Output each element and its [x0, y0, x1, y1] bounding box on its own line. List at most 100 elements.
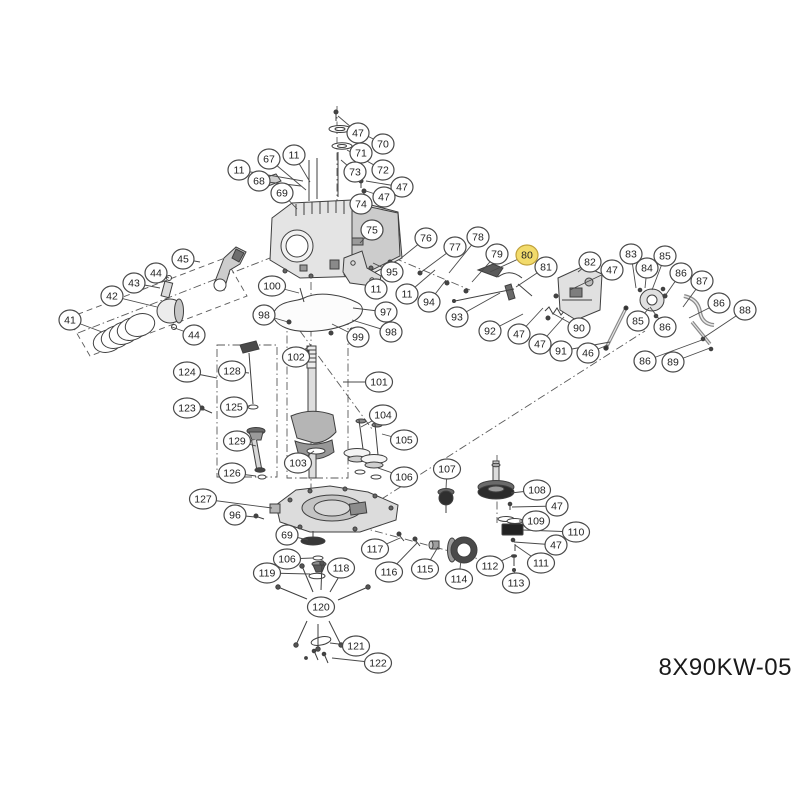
- balloon-circle[interactable]: [389, 466, 419, 488]
- balloon-circle[interactable]: [690, 270, 714, 292]
- callout-101[interactable]: 101: [364, 371, 394, 393]
- callout-47[interactable]: 47: [507, 323, 531, 345]
- balloon-circle[interactable]: [561, 521, 591, 543]
- callout-86[interactable]: 86: [653, 316, 677, 338]
- balloon-circle[interactable]: [368, 404, 398, 426]
- balloon-circle[interactable]: [343, 161, 367, 183]
- callout-47[interactable]: 47: [372, 186, 396, 208]
- balloon-circle[interactable]: [252, 562, 282, 584]
- balloon-circle[interactable]: [217, 462, 247, 484]
- balloon-circle[interactable]: [272, 548, 302, 570]
- callout-104[interactable]: 104: [368, 404, 398, 426]
- balloon-circle[interactable]: [522, 479, 552, 501]
- callout-81[interactable]: 81: [534, 256, 558, 278]
- balloon-circle[interactable]: [270, 182, 294, 204]
- balloon-circle[interactable]: [171, 248, 195, 270]
- callout-103[interactable]: 103: [283, 452, 313, 474]
- balloon-circle[interactable]: [182, 324, 206, 346]
- callout-86[interactable]: 86: [669, 262, 693, 284]
- callout-120[interactable]: 120: [306, 596, 336, 618]
- balloon-circle[interactable]: [346, 326, 370, 348]
- callout-89[interactable]: 89: [661, 351, 685, 373]
- balloon-circle[interactable]: [364, 371, 394, 393]
- callout-97[interactable]: 97: [374, 301, 398, 323]
- balloon-circle[interactable]: [364, 278, 388, 300]
- balloon-circle[interactable]: [653, 245, 677, 267]
- balloon-circle[interactable]: [661, 351, 685, 373]
- balloon-circle[interactable]: [578, 251, 602, 273]
- callout-11[interactable]: 11: [227, 159, 251, 181]
- balloon-circle[interactable]: [501, 572, 531, 594]
- callout-47[interactable]: 47: [600, 259, 624, 281]
- callout-11[interactable]: 11: [282, 144, 306, 166]
- balloon-circle[interactable]: [247, 170, 271, 192]
- balloon-circle[interactable]: [534, 256, 558, 278]
- callout-113[interactable]: 113: [501, 572, 531, 594]
- callout-116[interactable]: 116: [374, 561, 404, 583]
- callout-114[interactable]: 114: [444, 568, 474, 590]
- callout-11[interactable]: 11: [364, 278, 388, 300]
- balloon-circle[interactable]: [100, 285, 124, 307]
- balloon-circle[interactable]: [374, 301, 398, 323]
- balloon-circle[interactable]: [567, 317, 591, 339]
- callout-87[interactable]: 87: [690, 270, 714, 292]
- callout-45[interactable]: 45: [171, 248, 195, 270]
- balloon-circle[interactable]: [380, 261, 404, 283]
- balloon-circle[interactable]: [478, 320, 502, 342]
- callout-92[interactable]: 92: [478, 320, 502, 342]
- callout-69[interactable]: 69: [275, 524, 299, 546]
- callout-91[interactable]: 91: [549, 340, 573, 362]
- callout-69[interactable]: 69: [270, 182, 294, 204]
- callout-82[interactable]: 82: [578, 251, 602, 273]
- callout-85[interactable]: 85: [626, 310, 650, 332]
- balloon-circle[interactable]: [227, 159, 251, 181]
- balloon-circle[interactable]: [188, 488, 218, 510]
- balloon-circle[interactable]: [545, 495, 569, 517]
- callout-115[interactable]: 115: [410, 558, 440, 580]
- balloon-circle[interactable]: [172, 361, 202, 383]
- callout-44[interactable]: 44: [144, 262, 168, 284]
- balloon-circle[interactable]: [282, 144, 306, 166]
- balloon-circle[interactable]: [379, 321, 403, 343]
- balloon-circle[interactable]: [445, 306, 469, 328]
- callout-127[interactable]: 127: [188, 488, 218, 510]
- balloon-circle[interactable]: [395, 283, 419, 305]
- callout-90[interactable]: 90: [567, 317, 591, 339]
- balloon-circle[interactable]: [371, 133, 395, 155]
- balloon-circle[interactable]: [283, 452, 313, 474]
- balloon-circle[interactable]: [172, 397, 202, 419]
- balloon-circle[interactable]: [306, 596, 336, 618]
- callout-47[interactable]: 47: [544, 534, 568, 556]
- callout-117[interactable]: 117: [360, 538, 390, 560]
- callout-71[interactable]: 71: [349, 142, 373, 164]
- balloon-circle[interactable]: [275, 524, 299, 546]
- balloon-circle[interactable]: [669, 262, 693, 284]
- balloon-circle[interactable]: [707, 292, 731, 314]
- balloon-circle[interactable]: [619, 243, 643, 265]
- balloon-circle[interactable]: [528, 333, 552, 355]
- callout-76[interactable]: 76: [414, 227, 438, 249]
- balloon-circle[interactable]: [217, 360, 247, 382]
- balloon-circle[interactable]: [390, 176, 414, 198]
- balloon-circle[interactable]: [341, 635, 371, 657]
- callout-70[interactable]: 70: [371, 133, 395, 155]
- balloon-circle[interactable]: [417, 291, 441, 313]
- callout-129[interactable]: 129: [222, 430, 252, 452]
- balloon-circle[interactable]: [410, 558, 440, 580]
- callout-122[interactable]: 122: [363, 652, 393, 674]
- callout-112[interactable]: 112: [475, 555, 505, 577]
- callout-108[interactable]: 108: [522, 479, 552, 501]
- callout-43[interactable]: 43: [122, 272, 146, 294]
- balloon-circle[interactable]: [58, 309, 82, 331]
- callout-119[interactable]: 119: [252, 562, 282, 584]
- balloon-circle[interactable]: [223, 504, 247, 526]
- balloon-circle[interactable]: [372, 186, 396, 208]
- callout-99[interactable]: 99: [346, 326, 370, 348]
- callout-98[interactable]: 98: [379, 321, 403, 343]
- balloon-circle[interactable]: [733, 299, 757, 321]
- balloon-circle[interactable]: [144, 262, 168, 284]
- balloon-circle[interactable]: [549, 340, 573, 362]
- callout-83[interactable]: 83: [619, 243, 643, 265]
- callout-102[interactable]: 102: [281, 346, 311, 368]
- callout-84[interactable]: 84: [635, 257, 659, 279]
